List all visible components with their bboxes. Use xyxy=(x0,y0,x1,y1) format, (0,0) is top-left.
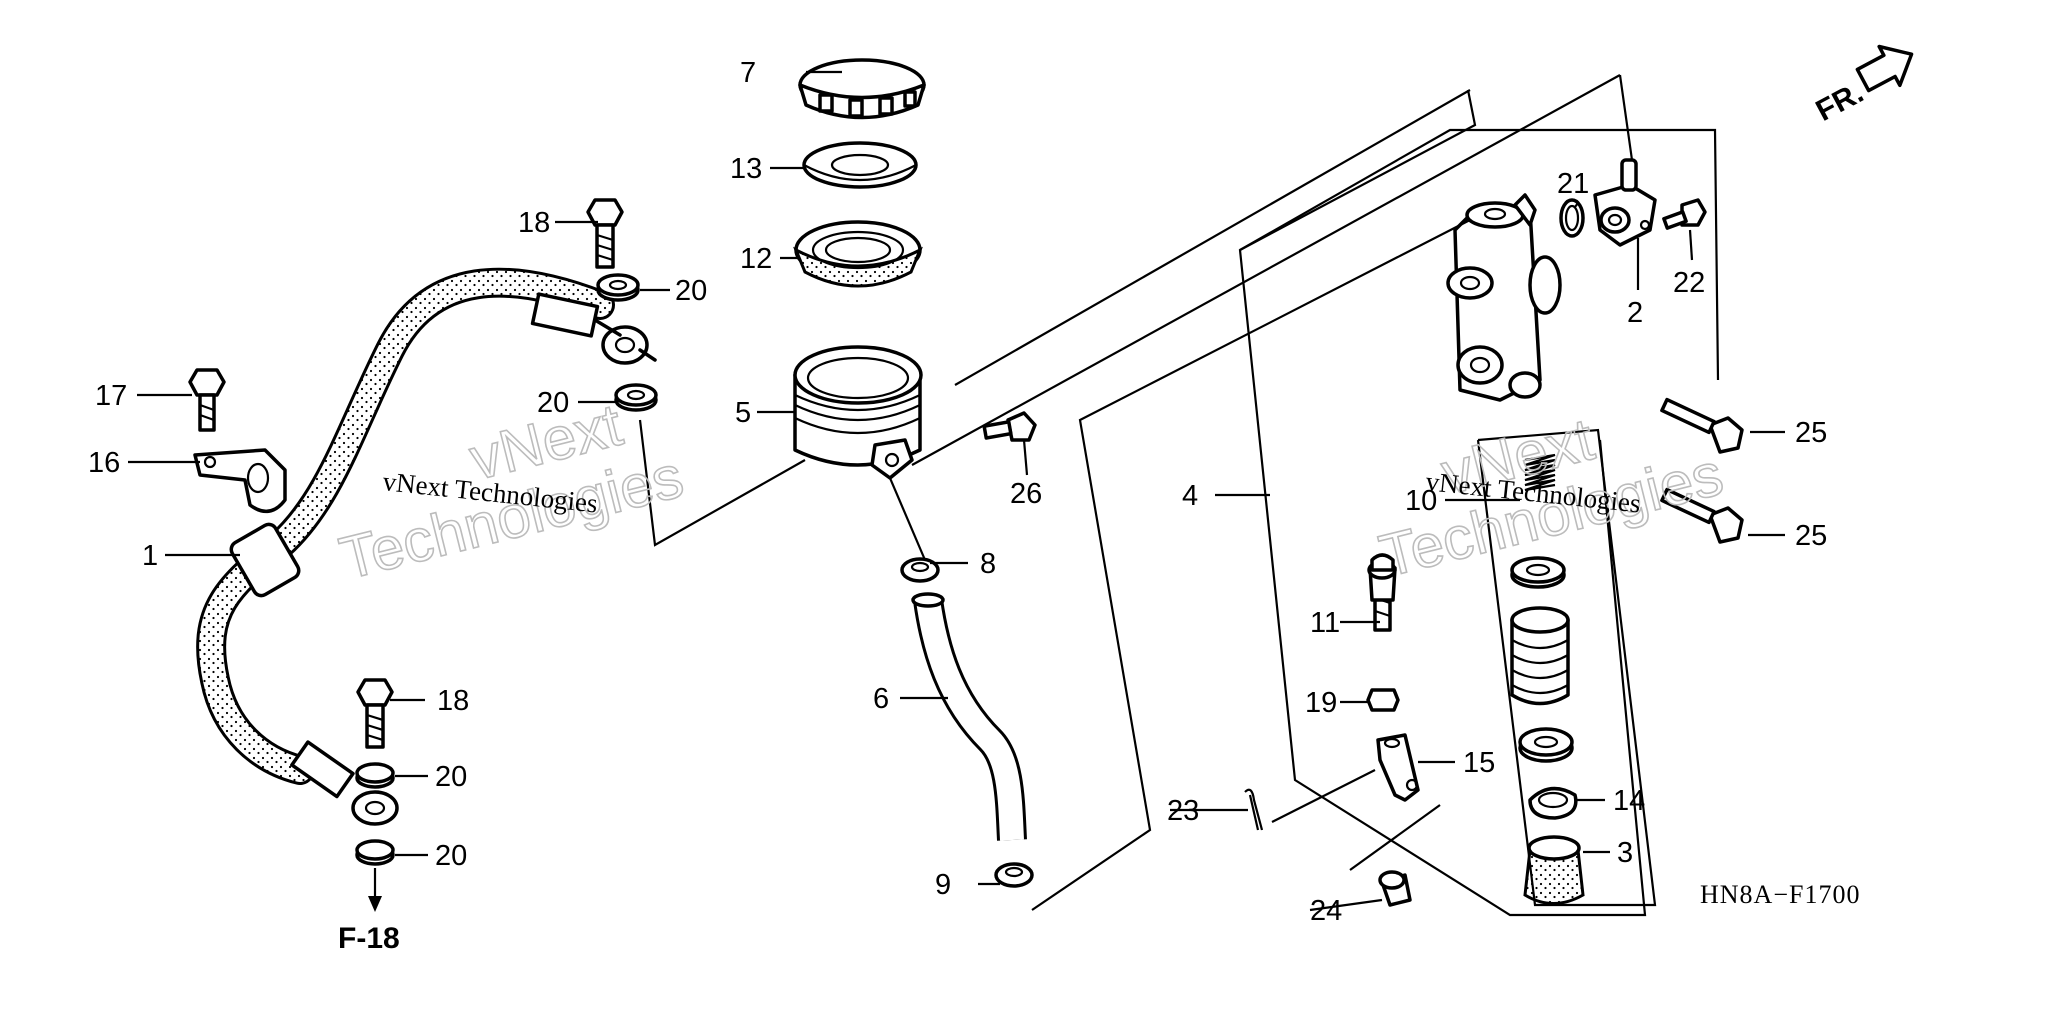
assembly-frame-4 xyxy=(1238,89,1647,917)
piston xyxy=(1510,606,1570,706)
reservoir-plate xyxy=(802,141,918,189)
hose-return-line xyxy=(1031,219,1471,911)
o-ring xyxy=(1559,198,1585,238)
callout-12: 12 xyxy=(740,243,772,275)
piston-spring xyxy=(1524,453,1556,492)
callout-26: 26 xyxy=(1010,478,1042,510)
connect-line-1 xyxy=(954,89,1471,386)
piston-kit-frame xyxy=(1476,428,1657,907)
callout-14: 14 xyxy=(1613,785,1645,817)
callout-20-upper-b: 20 xyxy=(537,387,569,419)
circlip xyxy=(1528,786,1578,820)
callout-4: 4 xyxy=(1182,480,1198,512)
joint-screw xyxy=(1662,198,1707,230)
callout-8: 8 xyxy=(980,548,996,580)
callout-13: 13 xyxy=(730,153,762,185)
reference-label: F-18 xyxy=(338,922,400,955)
front-label: FR. xyxy=(1811,76,1869,128)
upper-banjo-bolt xyxy=(586,198,624,269)
reservoir-tank xyxy=(793,345,923,480)
boot xyxy=(1523,835,1585,905)
clevis xyxy=(1376,733,1420,802)
cotter-line xyxy=(1271,769,1376,823)
hose-clip-lower xyxy=(994,862,1034,888)
primary-cup xyxy=(1510,556,1566,589)
lower-washer-top xyxy=(355,762,395,789)
reservoir-hose-line xyxy=(638,419,806,547)
secondary-cup xyxy=(1518,727,1574,763)
callout-25-upper: 25 xyxy=(1795,417,1827,449)
callout-5: 5 xyxy=(735,397,751,429)
reservoir-hose xyxy=(911,592,1027,841)
bracket-bolt xyxy=(188,368,226,432)
master-cylinder-body xyxy=(1446,193,1562,402)
callout-20-lower-b: 20 xyxy=(435,840,467,872)
callout-9: 9 xyxy=(935,869,951,901)
push-rod xyxy=(1367,553,1397,632)
inlet-joint xyxy=(1593,158,1657,247)
callout-18-upper: 18 xyxy=(518,207,550,239)
callout-20-upper-a: 20 xyxy=(675,275,707,307)
callout-25-lower: 25 xyxy=(1795,520,1827,552)
mounting-bolt-lower xyxy=(1660,487,1744,544)
callout-15: 15 xyxy=(1463,747,1495,779)
callout-2: 2 xyxy=(1627,297,1643,329)
upper-banjo-fitting xyxy=(593,318,657,365)
reservoir-cap xyxy=(798,58,926,120)
callout-3: 3 xyxy=(1617,837,1633,869)
callout-20-lower-a: 20 xyxy=(435,761,467,793)
callout-10: 10 xyxy=(1405,485,1437,517)
callout-17: 17 xyxy=(95,380,127,412)
callout-18-lower: 18 xyxy=(437,685,469,717)
mounting-bolt-upper xyxy=(1660,397,1744,454)
upper-washer-bottom xyxy=(614,383,658,412)
callout-1: 1 xyxy=(142,540,158,572)
clip-line xyxy=(888,477,927,561)
lower-banjo-fitting xyxy=(351,790,399,826)
lower-washer-bottom xyxy=(355,839,395,866)
callout-19: 19 xyxy=(1305,687,1337,719)
callout-7: 7 xyxy=(740,57,756,89)
callout-22: 22 xyxy=(1673,267,1705,299)
lower-banjo-bolt xyxy=(356,678,394,749)
callout-11: 11 xyxy=(1310,607,1340,639)
brake-hose xyxy=(196,267,615,799)
connect-line-2 xyxy=(911,74,1621,466)
hose-clamp-bracket xyxy=(193,448,287,514)
reservoir-mounting-bolt xyxy=(982,411,1037,442)
callout-23: 23 xyxy=(1167,795,1199,827)
front-arrow-icon: FR. xyxy=(1811,44,1914,128)
assembly-frame-4b xyxy=(1239,128,1720,381)
pin-line xyxy=(1349,804,1441,871)
callout-21: 21 xyxy=(1557,168,1589,200)
connect-line-3 xyxy=(1618,74,1634,161)
clevis-pin xyxy=(1378,870,1412,907)
callout-16: 16 xyxy=(88,447,120,479)
diagram-code: HN8A−F1700 xyxy=(1700,880,1860,909)
callout-24: 24 xyxy=(1310,895,1342,927)
cotter-pin xyxy=(1244,788,1264,831)
reservoir-diaphragm xyxy=(793,220,923,288)
upper-washer-top xyxy=(596,273,640,302)
hose-clip-upper xyxy=(900,557,940,583)
lock-nut xyxy=(1366,688,1400,712)
callout-6: 6 xyxy=(873,683,889,715)
